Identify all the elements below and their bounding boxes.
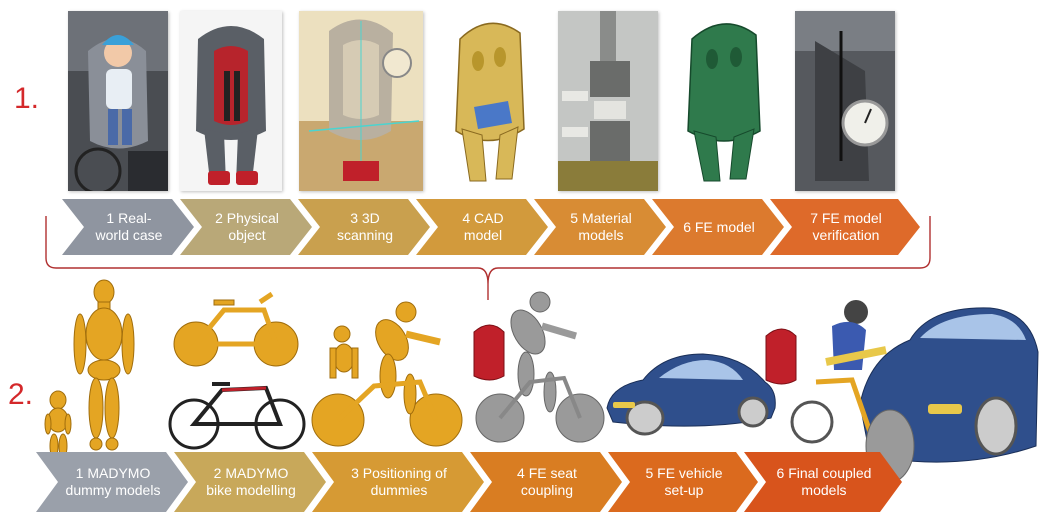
row1-step-1-label: 1 Real-world case (95, 210, 163, 243)
row2-step-3: 3 Positioning of dummies (312, 452, 484, 512)
row2-step-3-label: 3 Positioning of dummies (351, 465, 447, 498)
positioning-dummies-illustration (311, 301, 463, 447)
fe-seat-coupling-illustration (473, 291, 605, 443)
row1-step-3: 3 3D scanning (298, 199, 430, 255)
row2-step-1: 1 MADYMO dummy models (36, 452, 188, 512)
row2-step-4-label: 4 FE seat coupling (517, 465, 577, 498)
row2-step-4: 4 FE seat coupling (470, 452, 622, 512)
cad-model-image (438, 11, 540, 191)
row1-step-4: 4 CAD model (416, 199, 548, 255)
row2-step-6: 6 Final coupled models (744, 452, 902, 512)
row1-step-1: 1 Real-world case (62, 199, 194, 255)
row1-step-4-label: 4 CAD model (462, 210, 504, 243)
row2-step-2: 2 MADYMO bike modelling (174, 452, 326, 512)
row1-step-2-label: 2 Physical object (215, 210, 279, 243)
row2-step-5: 5 FE vehicle set-up (608, 452, 758, 512)
row-1-number: 1. (14, 82, 40, 115)
row1-step-3-label: 3 3D scanning (336, 210, 394, 243)
row1-step-6: 6 FE model (652, 199, 784, 255)
row2-step-5-label: 5 FE vehicle set-up (645, 465, 723, 498)
row1-step-6-label: 6 FE model (683, 218, 755, 235)
fe-vehicle-illustration (606, 353, 776, 436)
row2-step-6-label: 6 Final coupled models (776, 465, 872, 498)
row1-step-5-label: 5 Material models (570, 210, 632, 243)
3d-scanning-photo (299, 11, 423, 191)
row1-step-7: 7 FE model verification (770, 199, 920, 255)
fe-model-image (672, 11, 776, 191)
row-2-number: 2. (8, 378, 34, 411)
fe-model-verification-photo (795, 11, 895, 191)
row1-step-5: 5 Material models (534, 199, 666, 255)
row2-step-1-label: 1 MADYMO dummy models (65, 465, 161, 498)
row1-step-2: 2 Physical object (180, 199, 312, 255)
final-coupled-models-illustration (765, 300, 1039, 483)
real-world-case-photo (68, 11, 168, 191)
madymo-dummy-models-illustration (44, 279, 135, 459)
row1-step-7-label: 7 FE model verification (810, 210, 882, 243)
material-models-photo (558, 11, 658, 191)
physical-object-photo (180, 11, 282, 191)
row2-step-2-label: 2 MADYMO bike modelling (206, 465, 296, 498)
madymo-bike-illustration (168, 291, 306, 450)
